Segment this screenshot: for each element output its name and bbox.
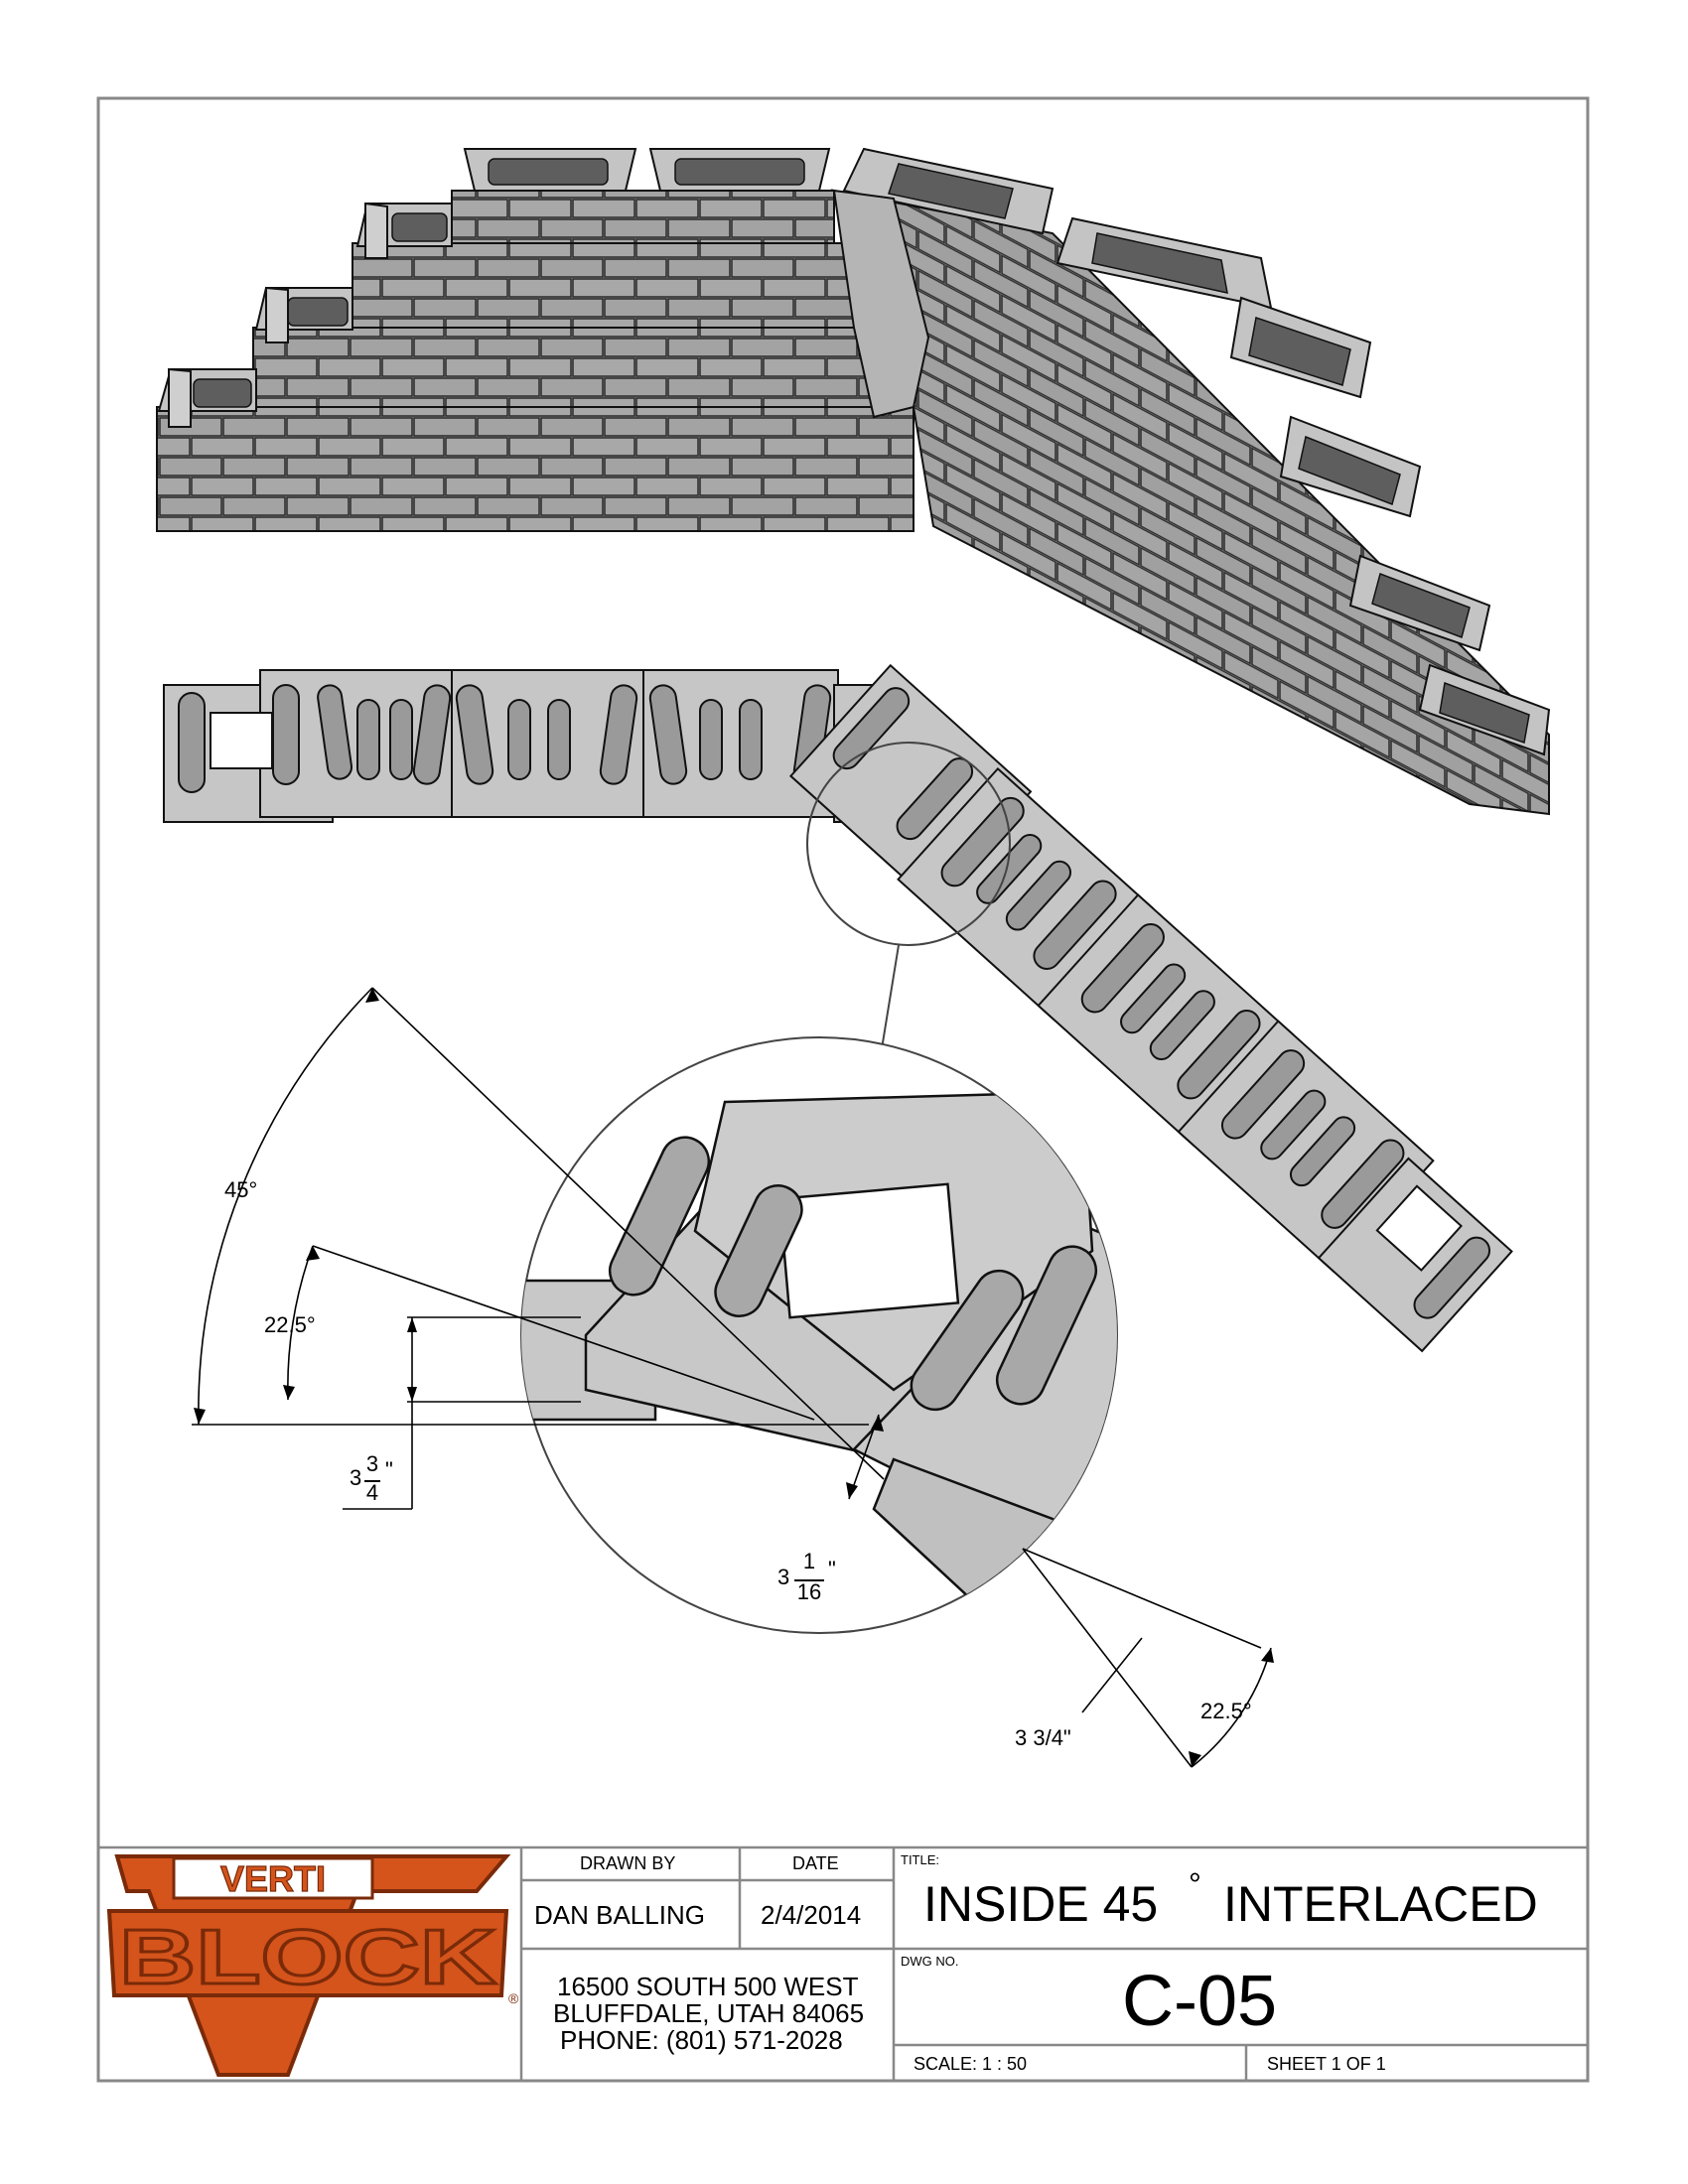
dim-offset-left-num: 3 <box>365 1451 379 1476</box>
logo-verti-banner <box>172 1856 374 1900</box>
dim-offset-left-unit: " <box>385 1457 393 1482</box>
sheet-label: SHEET 1 OF 1 <box>1267 2054 1386 2074</box>
address-line-3: PHONE: (801) 571-2028 <box>560 2025 843 2055</box>
title-degree: ° <box>1189 1866 1201 1902</box>
block-cavities-right <box>888 163 1530 745</box>
dim-offset-left-whole: 3 <box>350 1465 362 1490</box>
date-value: 2/4/2014 <box>761 1900 862 1930</box>
arc-45 <box>198 987 373 1426</box>
detail-callout-circle-small <box>806 742 1011 946</box>
block-end-caps <box>168 202 388 428</box>
plan-slots-straight <box>178 684 832 793</box>
sheet-border <box>96 96 1590 2083</box>
dim-offset-center-unit: " <box>828 1557 836 1581</box>
scale-label: SCALE: 1 : 50 <box>914 2054 1028 2074</box>
dimension-lines <box>192 987 1272 1768</box>
logo-registered-mark: ® <box>508 1990 519 2006</box>
dim-offset-center-whole: 3 <box>777 1565 790 1589</box>
dim-offset-center-num: 1 <box>802 1549 816 1573</box>
dwg-no-value: C-05 <box>1122 1962 1278 2041</box>
date-label: DATE <box>792 1853 839 1873</box>
logo-verti-text: VERTI <box>220 1858 326 1899</box>
arc-22-5-left <box>287 1245 314 1401</box>
dim-offset-center-den: 16 <box>794 1579 824 1603</box>
wall-left-base-course <box>156 406 914 532</box>
drawn-by-value: DAN BALLING <box>534 1900 705 1930</box>
detail-zoom-view <box>520 1036 1118 1634</box>
title-label: TITLE: <box>901 1852 940 1867</box>
plan-view <box>163 663 1513 1353</box>
logo-block-text: BLOCK <box>119 1913 496 2000</box>
block-cavities-left <box>193 158 805 408</box>
logo-block-banner <box>106 1909 509 1997</box>
corner-block <box>832 189 930 419</box>
address-line-2: BLUFFDALE, UTAH 84065 <box>553 1998 865 2028</box>
dwg-no-label: DWG NO. <box>901 1954 959 1969</box>
isometric-wall-view <box>156 147 1551 816</box>
plan-angled-run <box>788 663 1513 1353</box>
title-block-grid <box>98 1845 1588 2081</box>
dimension-arrows <box>194 988 1274 1767</box>
drawn-by-label: DRAWN BY <box>580 1853 676 1873</box>
dim-angle-22-5-left: 22.5° <box>264 1312 316 1337</box>
dim-offset-left-den: 4 <box>364 1480 380 1505</box>
wall-left-course-2 <box>352 242 895 329</box>
dim-angle-45: 45° <box>224 1177 258 1202</box>
dim-angle-22-5-right: 22.5° <box>1200 1699 1252 1723</box>
title-value-2: INTERLACED <box>1223 1876 1538 1932</box>
address-line-1: 16500 SOUTH 500 WEST <box>557 1972 859 2001</box>
dim-offset-right: 3 3/4" <box>1015 1725 1071 1750</box>
vertiblock-logo: VERTI BLOCK ® <box>106 1854 519 2077</box>
arc-22-5-right <box>1191 1647 1272 1768</box>
title-value: INSIDE 45 <box>923 1876 1159 1932</box>
